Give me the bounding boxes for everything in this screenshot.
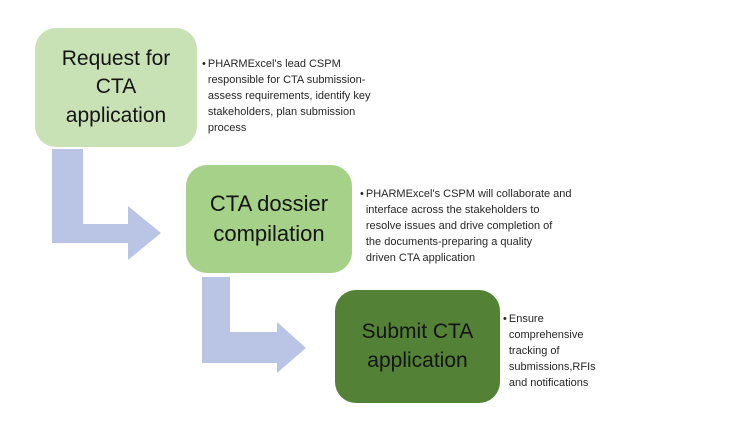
step-notes-cta-dossier: • PHARMExcel's CSPM will collaborate and… — [360, 186, 572, 266]
step-title: Request for CTA application — [62, 45, 171, 130]
note-line: PHARMExcel's lead CSPM — [207, 58, 341, 70]
note-line: PHARMExcel's CSPM will collaborate and — [365, 188, 572, 200]
step-box-submit-cta-application: Submit CTA application — [335, 290, 500, 403]
note-line: submissions,RFIs — [508, 361, 596, 373]
elbow-arrow-step2-to-step3-icon — [202, 277, 306, 373]
step-title-line: compilation — [213, 221, 325, 246]
step-notes-submit-cta: • Ensure comprehensive tracking of submi… — [503, 311, 596, 391]
note-line: comprehensive — [508, 329, 584, 341]
step-title-line: Request for — [61, 46, 171, 70]
note-line: stakeholders, plan submission — [207, 106, 356, 118]
note-line: the documents-preparing a quality — [365, 236, 533, 248]
step-title: Submit CTA application — [362, 318, 474, 375]
note-line: Ensure — [508, 313, 544, 325]
bullet-marker: • — [360, 188, 364, 200]
step-title-line: application — [65, 103, 167, 127]
note-line: assess requirements, identify key — [207, 90, 371, 102]
step-notes-request-cta: • PHARMExcel's lead CSPM responsible for… — [202, 56, 371, 136]
step-title: CTA dossier compilation — [210, 189, 328, 248]
step-notes-text: PHARMExcel's CSPM will collaborate and i… — [366, 186, 572, 266]
step-notes-text: PHARMExcel's lead CSPM responsible for C… — [208, 56, 371, 136]
note-line: resolve issues and drive completion of — [365, 220, 553, 232]
step-box-cta-dossier-compilation: CTA dossier compilation — [186, 165, 352, 273]
step-box-request-cta-application: Request for CTA application — [35, 28, 197, 147]
bullet-marker: • — [202, 58, 206, 70]
step-title-line: Submit CTA — [361, 320, 474, 344]
note-line: interface across the stakeholders to — [365, 204, 540, 216]
note-line: driven CTA application — [365, 252, 476, 264]
elbow-arrow-step1-to-step2-icon — [52, 149, 161, 260]
note-line: and notifications — [508, 377, 589, 389]
note-line: responsible for CTA submission- — [207, 74, 366, 86]
step-title-line: CTA dossier — [209, 191, 329, 217]
bullet-marker: • — [503, 313, 507, 325]
step-title-line: CTA — [95, 75, 137, 99]
step-notes-text: Ensure comprehensive tracking of submiss… — [509, 311, 596, 391]
note-line: process — [207, 122, 247, 134]
step-title-line: application — [367, 348, 468, 372]
note-line: tracking of — [508, 345, 560, 357]
